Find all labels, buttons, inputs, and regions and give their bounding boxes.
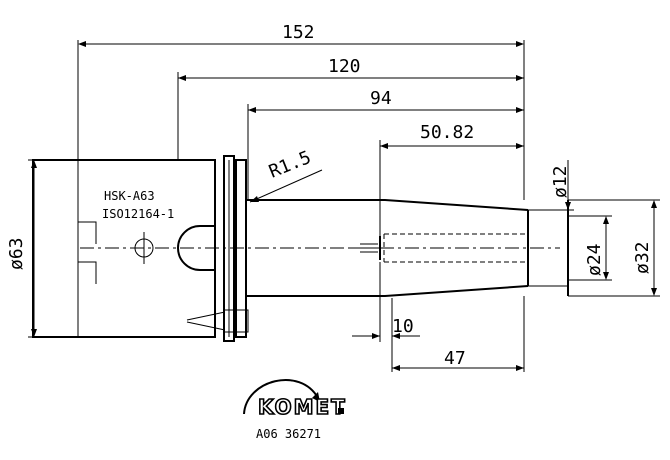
dimension-47: 47 <box>391 296 525 372</box>
dimension-dia-24-label: ø24 <box>584 243 605 276</box>
dimension-94-label: 94 <box>370 88 392 109</box>
dimension-dia-32: ø32 <box>568 199 660 297</box>
dimension-10: 10 <box>352 262 420 342</box>
dimension-dia-32-label: ø32 <box>632 241 653 274</box>
dimension-10-label: 10 <box>392 316 414 337</box>
dimension-dia-63: ø63 <box>6 159 40 338</box>
dimension-94: 94 <box>247 88 524 200</box>
dimension-50-82-label: 50.82 <box>420 122 474 143</box>
center-mark <box>134 232 154 264</box>
dimension-152-label: 152 <box>282 22 315 43</box>
brand-name: KOMET <box>258 395 347 419</box>
dimension-dia-12-label: ø12 <box>550 165 571 198</box>
dimension-120: 120 <box>177 56 524 160</box>
dimension-152: 152 <box>77 22 525 200</box>
dimension-dia-12: ø12 <box>528 160 574 211</box>
dimension-47-label: 47 <box>444 348 466 369</box>
dimension-dia-24: ø24 <box>568 215 612 281</box>
dimension-dia-63-label: ø63 <box>6 237 27 270</box>
interface-label: HSK-A63 <box>104 189 155 203</box>
komet-logo: KOMET <box>243 379 347 420</box>
dimension-120-label: 120 <box>328 56 361 77</box>
radius-label: R1.5 <box>266 147 314 183</box>
article-number: A06 36271 <box>256 427 321 441</box>
logo-arc <box>243 379 319 415</box>
standard-label: ISO12164-1 <box>102 207 174 221</box>
radius-callout: R1.5 <box>249 147 323 203</box>
dimension-50-82: 50.82 <box>379 122 524 236</box>
